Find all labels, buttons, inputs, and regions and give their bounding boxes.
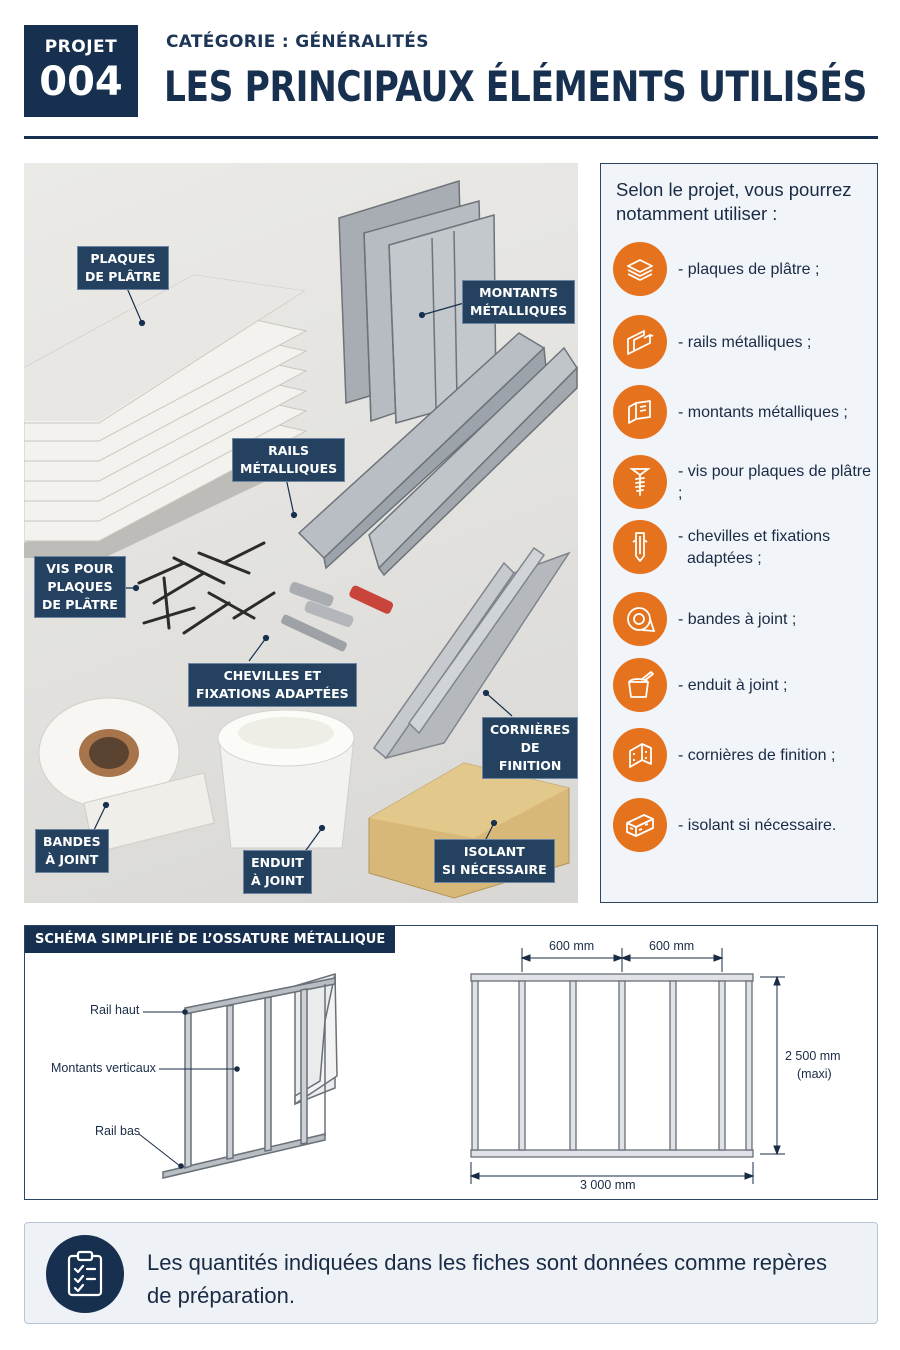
list-item-plaques: - plaques de plâtre ; — [613, 242, 875, 298]
insulation-icon — [613, 798, 667, 852]
screw-icon — [613, 455, 667, 509]
label-rail-haut: Rail haut — [90, 1003, 140, 1017]
list-item-label: - bandes à joint ; — [678, 611, 797, 628]
project-badge: PROJET 004 — [24, 25, 138, 117]
list-item-montants: - montants métalliques ; — [613, 385, 875, 441]
frame-diagrams — [138, 948, 785, 1184]
schema-title: SCHÉMA SIMPLIFIÉ DE L’OSSATURE MÉTALLIQU… — [25, 926, 396, 953]
materials-photo: PLAQUES DE PLÂTRE MONTANTS MÉTALLIQUES R… — [24, 163, 578, 903]
list-item-label: - isolant si nécessaire. — [678, 817, 837, 834]
filler-bucket-icon — [613, 658, 667, 712]
dimension-lines — [469, 948, 785, 1184]
wall-plug-icon — [613, 520, 667, 574]
label-rail-bas: Rail bas — [95, 1124, 141, 1138]
plasterboard-stack-icon — [613, 242, 667, 296]
frame-elevation-diagram — [470, 973, 754, 1158]
project-number: 004 — [39, 59, 123, 105]
list-intro: Selon le projet, vous pourrez notamment … — [616, 179, 852, 224]
stud-profile-icon — [613, 385, 667, 439]
tag-montants-metalliques: MONTANTS MÉTALLIQUES — [462, 280, 576, 324]
dim-spacing-2: 600 mm — [649, 939, 695, 953]
label-montants-verticaux: Montants verticaux — [51, 1061, 156, 1075]
joint-tape-roll — [38, 697, 215, 854]
tag-bandes-a-joint: BANDES À JOINT — [35, 829, 109, 873]
wall-plugs — [281, 581, 394, 652]
corner-beads — [372, 546, 571, 760]
rail-profile-icon — [613, 315, 667, 369]
metal-studs — [338, 179, 497, 424]
info-note: Les quantités indiquées dans les fiches … — [24, 1222, 878, 1324]
list-item-label: - chevilles et fixations adaptées ; — [678, 528, 831, 567]
tag-enduit-a-joint: ENDUIT À JOINT — [243, 850, 312, 894]
list-item-chevilles: - chevilles et fixations adaptées ; — [613, 520, 875, 576]
screws-pile — [137, 541, 276, 635]
header-divider — [24, 136, 878, 139]
tag-plaques-de-platre: PLAQUES DE PLÂTRE — [77, 246, 169, 290]
list-item-label: - plaques de plâtre ; — [678, 261, 820, 278]
clipboard-checklist-icon — [46, 1235, 124, 1313]
frame-perspective-diagram — [162, 972, 338, 1179]
dim-height-note: (maxi) — [797, 1067, 832, 1081]
category-label: CATÉGORIE : GÉNÉRALITÉS — [166, 32, 429, 52]
tag-rails-metalliques: RAILS MÉTALLIQUES — [232, 438, 346, 482]
filler-bucket — [217, 709, 355, 849]
materials-list-panel: Selon le projet, vous pourrez notamment … — [600, 163, 878, 903]
list-item-label: - enduit à joint ; — [678, 677, 788, 694]
schema-leader-lines — [138, 1009, 240, 1169]
list-item-isolant: - isolant si nécessaire. — [613, 798, 875, 854]
list-item-label: - montants métalliques ; — [678, 404, 848, 421]
corner-bead-icon — [613, 728, 667, 782]
plasterboard-stack — [24, 274, 308, 558]
page-title: LES PRINCIPAUX ÉLÉMENTS UTILISÉS — [164, 62, 867, 111]
list-item-rails: - rails métalliques ; — [613, 315, 875, 371]
tag-cornieres-de-finition: CORNIÈRES DE FINITION — [482, 717, 578, 779]
tag-chevilles-fixations: CHEVILLES ET FIXATIONS ADAPTÉES — [188, 663, 357, 707]
list-item-vis: - vis pour plaques de plâtre ; — [613, 455, 875, 511]
photo-leader-lines — [93, 287, 513, 854]
project-label: PROJET — [44, 37, 118, 57]
metal-rails — [297, 332, 578, 577]
tag-isolant: ISOLANT SI NÉCESSAIRE — [434, 839, 555, 883]
list-item-enduit: - enduit à joint ; — [613, 658, 875, 714]
materials-illustration — [24, 179, 578, 899]
frame-schema-panel: SCHÉMA SIMPLIFIÉ DE L’OSSATURE MÉTALLIQU… — [24, 925, 878, 1200]
tape-roll-icon — [613, 592, 667, 646]
list-item-bandes: - bandes à joint ; — [613, 592, 875, 648]
list-item-label: - cornières de finition ; — [678, 747, 836, 764]
list-item-cornieres: - cornières de finition ; — [613, 728, 875, 784]
list-item-label: - vis pour plaques de plâtre ; — [678, 463, 871, 502]
note-text: Les quantités indiquées dans les fiches … — [147, 1250, 827, 1308]
dim-spacing-1: 600 mm — [549, 939, 595, 953]
dim-width: 3 000 mm — [580, 1178, 636, 1192]
dim-height: 2 500 mm — [785, 1049, 841, 1063]
tag-vis-pour-plaques: VIS POUR PLAQUES DE PLÂTRE — [34, 556, 126, 618]
list-item-label: - rails métalliques ; — [678, 334, 812, 351]
